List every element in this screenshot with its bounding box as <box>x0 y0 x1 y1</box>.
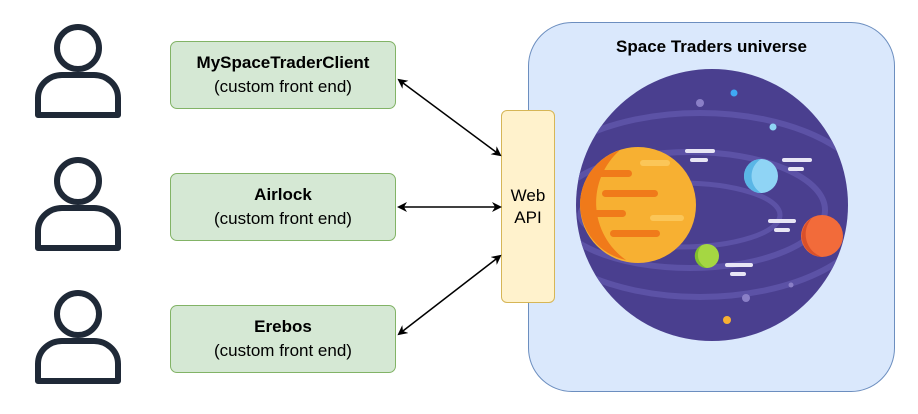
web-api-box: Web API <box>501 110 555 303</box>
client-name: Airlock <box>254 185 312 204</box>
blue-planet-icon <box>744 159 778 193</box>
api-label-line1: Web <box>510 185 546 205</box>
client-box-airlock: Airlock (custom front end) <box>170 173 396 241</box>
green-planet-icon <box>694 244 719 269</box>
space-circle <box>576 69 848 341</box>
user-icon <box>35 290 121 384</box>
api-label-line2: API <box>514 207 542 227</box>
user-icon <box>35 24 121 118</box>
orange-planet-icon <box>580 147 696 263</box>
client-description: (custom front end) <box>214 77 352 96</box>
user-icon <box>35 157 121 251</box>
universe-title: Space Traders universe <box>616 37 807 56</box>
client-box-erebos: Erebos (custom front end) <box>170 305 396 373</box>
client-description: (custom front end) <box>214 341 352 360</box>
client-name: Erebos <box>254 317 312 336</box>
red-planet-icon <box>801 215 843 257</box>
arrow-client1-api <box>397 78 502 157</box>
arrow-client3-api <box>397 254 502 336</box>
client-name: MySpaceTraderClient <box>196 53 370 72</box>
client-box-mySpaceTraderClient: MySpaceTraderClient (custom front end) <box>170 41 396 109</box>
client-description: (custom front end) <box>214 209 352 228</box>
